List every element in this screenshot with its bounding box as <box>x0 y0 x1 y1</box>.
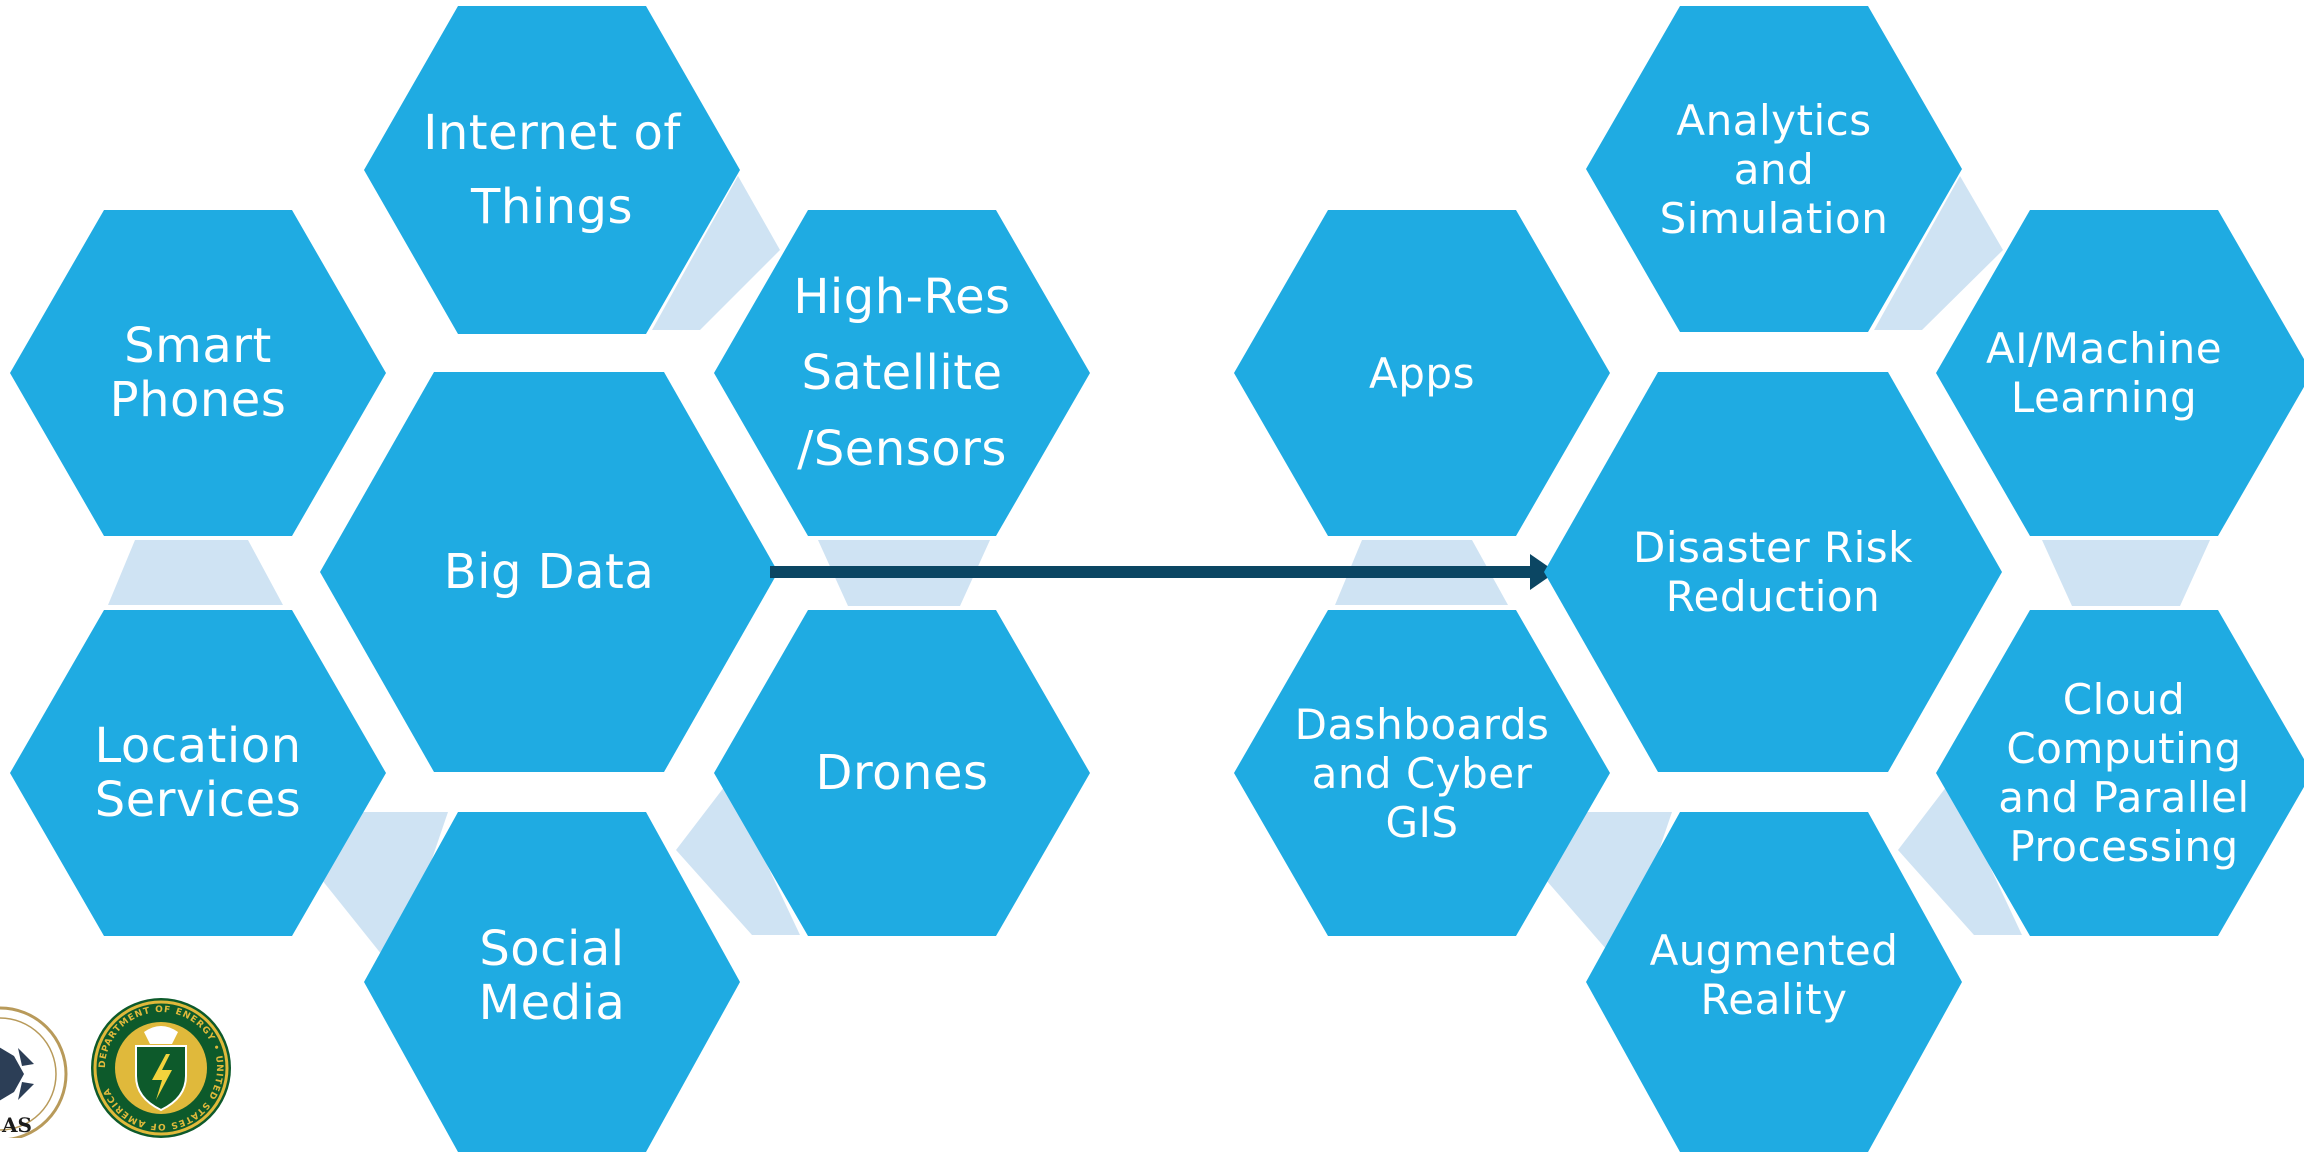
hex-label: Internet of Things <box>423 105 681 235</box>
hex-label: Social Media <box>478 921 626 1031</box>
hex-internet-of-things: Internet of Things <box>364 6 740 334</box>
connector-phones-location <box>108 540 283 605</box>
connector-location-social <box>322 812 448 970</box>
hex-dashboards-and-cyber-gis: Dashboards and Cyber GIS <box>1234 610 1610 936</box>
hex-smart-phones: Smart Phones <box>10 210 386 536</box>
hex-label: Augmented Reality <box>1649 926 1899 1024</box>
hex-high-res-satellite-sensors: High-Res Satellite /Sensors <box>714 210 1090 536</box>
hex-location-services: Location Services <box>10 610 386 936</box>
connector-social-drones <box>676 782 800 935</box>
hex-cloud-computing-and-parallel-processing: Cloud Computing and Parallel Processing <box>1936 610 2304 936</box>
hex-augmented-reality: Augmented Reality <box>1586 812 1962 1152</box>
hex-apps: Apps <box>1234 210 1610 536</box>
connector-ai-cloud <box>2042 540 2210 606</box>
hex-label: Smart Phones <box>109 318 287 428</box>
hex-ai-machine-learning: AI/Machine Learning <box>1936 210 2304 536</box>
hex-drones: Drones <box>714 610 1090 936</box>
connector-dashboards-ar <box>1546 812 1672 965</box>
seal-left-text: AS <box>1 1113 32 1137</box>
hex-label: Apps <box>1369 348 1475 398</box>
hex-big-data: Big Data <box>320 372 778 772</box>
hex-label: Dashboards and Cyber GIS <box>1294 699 1550 847</box>
hex-label: Drones <box>815 745 989 801</box>
energy-seal-icon: DEPARTMENT OF ENERGY • UNITED STATES OF … <box>91 998 231 1138</box>
hex-label: Disaster Risk Reduction <box>1633 523 1913 621</box>
hex-social-media: Social Media <box>364 812 740 1152</box>
hex-disaster-risk-reduction: Disaster Risk Reduction <box>1544 372 2002 772</box>
connector-analytics-ai <box>1874 176 2003 330</box>
hex-analytics-and-simulation: Analytics and Simulation <box>1586 6 1962 332</box>
hex-label: Cloud Computing and Parallel Processing <box>1998 675 2250 871</box>
connector-ar-cloud <box>1898 782 2022 935</box>
hex-label: Analytics and Simulation <box>1659 95 1889 243</box>
eagle-seal-icon: AS <box>0 1006 68 1138</box>
hex-label: High-Res Satellite /Sensors <box>793 269 1011 477</box>
hex-label: Big Data <box>443 544 655 600</box>
connector-iot-satellite <box>652 176 780 330</box>
hex-label: Location Services <box>94 718 302 828</box>
hex-label: AI/Machine Learning <box>1985 324 2223 422</box>
arrow-right-icon <box>770 554 1556 590</box>
